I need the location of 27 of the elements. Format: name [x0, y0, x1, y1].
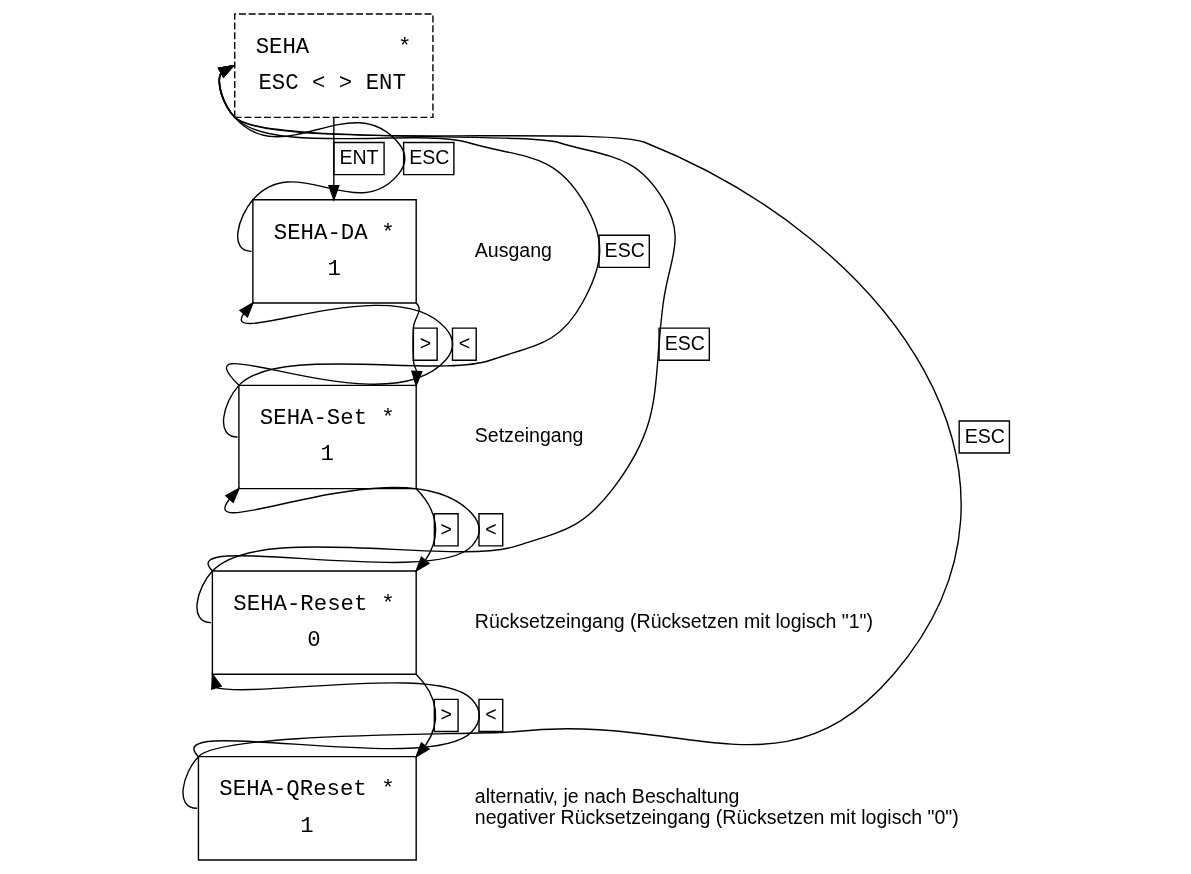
edge-label: ENT — [338, 146, 378, 169]
arrow — [217, 64, 406, 253]
edge-label: > — [419, 332, 431, 355]
arrow — [217, 64, 600, 438]
edge-label: ESC — [964, 424, 1005, 447]
node-label: Ausgang — [474, 238, 552, 261]
node-label: alternativ, je nach Beschaltung — [474, 784, 739, 807]
edge-label: ESC — [664, 332, 705, 355]
edge-label: ESC — [408, 146, 449, 169]
arrow — [414, 673, 436, 759]
edge-label: > — [440, 517, 452, 540]
arrow — [410, 302, 423, 388]
node-box: SEHA-DA * 1 — [251, 199, 417, 304]
edge-label: ESC — [604, 239, 645, 262]
node-box: SEHA * ESC < > ENT — [233, 13, 434, 119]
node-label: Rücksetzeingang (Rücksetzen mit logisch "1") — [474, 609, 873, 632]
edge-label: < — [484, 703, 497, 726]
edge-label: < — [484, 517, 497, 540]
edge-label: > — [440, 703, 452, 726]
arrow — [192, 672, 480, 758]
edge-label: < — [458, 332, 470, 355]
arrow — [195, 64, 676, 624]
node-box: SEHA-Reset * 0 — [211, 570, 417, 675]
node-box: SEHA-Set * 1 — [237, 384, 417, 490]
node-label: Setzeingang — [474, 424, 583, 447]
arrow — [226, 301, 453, 387]
node-box: SEHA-QReset * 1 — [197, 755, 417, 861]
